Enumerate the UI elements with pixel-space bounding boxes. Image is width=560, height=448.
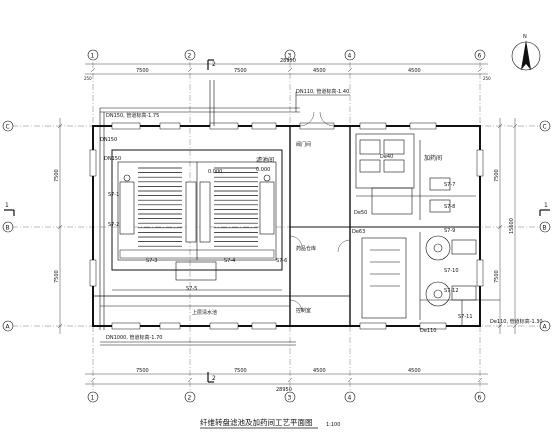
tag-s7-6: S7-6 xyxy=(276,258,287,264)
disc-stack-right xyxy=(214,167,258,247)
tag-s7-4: S7-4 xyxy=(224,258,235,264)
column-bubbles-bottom xyxy=(87,391,486,403)
section-cuts xyxy=(4,59,550,383)
dim-right-overall: 15600 xyxy=(509,218,515,234)
pipe-de110-elev: De110, 管道标高-1.30 xyxy=(490,318,543,325)
section-mark-left: 1 xyxy=(5,202,9,209)
dim-bottom-1: 7500 xyxy=(136,368,149,374)
pipe-de110: De110 xyxy=(420,328,436,334)
dim-left-1: 7500 xyxy=(54,169,60,182)
row-label-c-right: C xyxy=(543,124,547,131)
room-filter: 滤池间 xyxy=(256,156,274,164)
dim-right-2: 7500 xyxy=(494,270,500,283)
dim-top-end: 250 xyxy=(84,76,92,81)
section-mark-right: 1 xyxy=(544,202,548,209)
col-label-4-bottom: 4 xyxy=(348,395,352,402)
elev-filter-2: 0.000 xyxy=(208,169,222,175)
dim-top-overall: 28950 xyxy=(280,58,296,64)
tag-s7-11: S7-11 xyxy=(458,314,473,320)
col-label-3-bottom: 3 xyxy=(288,395,292,402)
dimension-lines xyxy=(57,63,518,385)
dosing-equipment xyxy=(355,133,477,320)
tag-s7-12: S7-12 xyxy=(444,288,459,294)
pipe-de40: De40 xyxy=(380,154,393,160)
pipe-dn1000: DN1000, 管道标高-1.70 xyxy=(106,334,162,341)
tag-s7-3: S7-3 xyxy=(146,258,157,264)
row-label-b: B xyxy=(6,225,10,232)
room-storage: 药品仓库 xyxy=(296,245,316,252)
door-swings xyxy=(289,111,351,313)
north-label: N xyxy=(523,34,527,40)
openings xyxy=(89,122,484,330)
col-label-1: 1 xyxy=(91,53,95,60)
row-label-b-right: B xyxy=(543,225,547,232)
tag-s7-2: S7-2 xyxy=(108,222,119,228)
col-label-2: 2 xyxy=(188,53,192,60)
dim-top-end-right: 250 xyxy=(483,76,491,81)
dim-top-3: 4500 xyxy=(313,68,326,74)
col-label-3: 3 xyxy=(288,53,292,60)
row-label-c: C xyxy=(6,124,10,131)
room-clear-well: 上层清水池 xyxy=(192,309,217,316)
section-mark-bottom: 2 xyxy=(212,375,216,382)
pipe-de63: De63 xyxy=(352,229,365,235)
north-arrow xyxy=(511,40,541,71)
filter-tank xyxy=(111,149,283,291)
pipe-dn110: DN110, 管道标高-1.40 xyxy=(296,88,349,95)
tag-s7-7: S7-7 xyxy=(444,182,455,188)
dim-top-1: 7500 xyxy=(136,68,149,74)
dim-left-2: 7500 xyxy=(54,270,60,283)
col-label-2-bottom: 2 xyxy=(188,395,192,402)
row-bubbles xyxy=(2,120,551,332)
row-label-a: A xyxy=(6,324,11,331)
dim-top-2: 7500 xyxy=(234,68,247,74)
column-bubbles-top xyxy=(87,49,486,61)
col-label-6: 6 xyxy=(478,53,482,60)
filter-drives xyxy=(119,174,275,243)
room-control: 控制室 xyxy=(296,307,311,314)
drawing-title: 纤维转盘滤池及加药间工艺平面图 xyxy=(200,417,313,427)
col-label-1-bottom: 1 xyxy=(91,395,95,402)
dim-right-1: 7500 xyxy=(494,169,500,182)
pipe-dn150: DN150 xyxy=(100,137,117,143)
tag-s7-10: S7-10 xyxy=(444,268,459,274)
tag-s7-8: S7-8 xyxy=(444,204,455,210)
pipe-network xyxy=(99,80,500,346)
room-dosing: 加药间 xyxy=(424,154,442,162)
pipe-dn150-top: DN150, 管道标高-1.75 xyxy=(106,112,159,119)
building-walls xyxy=(92,125,481,327)
dim-bottom-overall: 28950 xyxy=(276,387,292,393)
dim-bottom-2: 7500 xyxy=(234,368,247,374)
section-mark-top: 2 xyxy=(212,61,216,68)
drawing-scale: 1:100 xyxy=(326,422,340,428)
col-label-4: 4 xyxy=(348,53,352,60)
tag-s7-1: S7-1 xyxy=(108,192,119,198)
disc-stack-left xyxy=(138,167,182,247)
elev-filter: 0.000 xyxy=(256,167,270,173)
pipe-de50: De50 xyxy=(354,210,367,216)
dim-top-4: 4500 xyxy=(408,68,421,74)
pipe-dn150-mid: DN150 xyxy=(104,156,121,162)
tag-s7-9: S7-9 xyxy=(444,228,455,234)
dim-bottom-4: 4500 xyxy=(408,368,421,374)
tag-s7-5: S7-5 xyxy=(186,286,197,292)
col-label-6-bottom: 6 xyxy=(478,395,482,402)
row-label-a-right: A xyxy=(543,324,548,331)
room-valve: 阀门间 xyxy=(296,141,311,148)
dim-bottom-3: 4500 xyxy=(313,368,326,374)
